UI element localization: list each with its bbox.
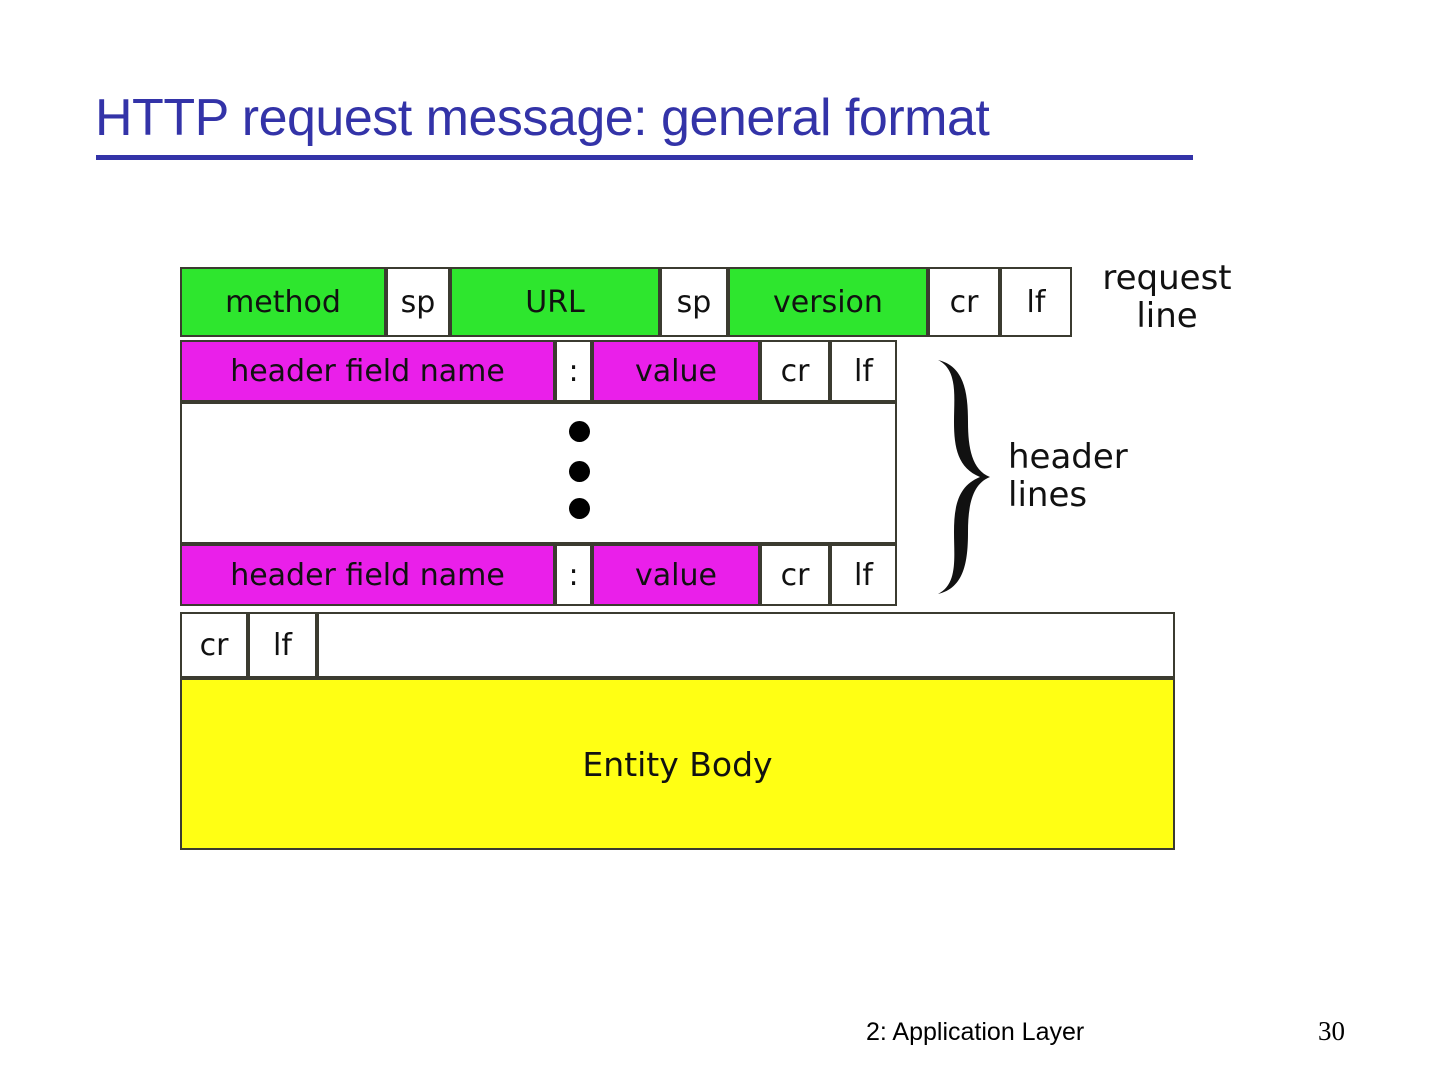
blank-line-filler — [317, 612, 1175, 678]
cell-cr-request-line: cr — [928, 267, 1000, 337]
cell-lf-blank-line: lf — [248, 612, 317, 678]
ellipsis-dot-3 — [569, 498, 590, 519]
cell-entity-body: Entity Body — [180, 678, 1175, 850]
cell-header-field-name-first: header field name — [180, 340, 555, 402]
header-lines-label: header lines — [1008, 437, 1128, 516]
cell-lf-header-first: lf — [830, 340, 897, 402]
cell-header-field-name-last: header field name — [180, 544, 555, 606]
footer-chapter-label: 2: Application Layer — [866, 1018, 1085, 1046]
page-title-underline — [96, 155, 1193, 160]
cell-colon-last: : — [555, 544, 592, 606]
cell-cr-header-first: cr — [760, 340, 830, 402]
cell-lf-request-line: lf — [1000, 267, 1072, 337]
cell-colon-first: : — [555, 340, 592, 402]
ellipsis-dot-1 — [569, 421, 590, 442]
request-line-label: request line — [1102, 258, 1232, 337]
cell-method: method — [180, 267, 386, 337]
page-title: HTTP request message: general format — [95, 89, 990, 147]
cell-value-last: value — [592, 544, 760, 606]
cell-value-first: value — [592, 340, 760, 402]
cell-sp-2: sp — [660, 267, 728, 337]
cell-cr-header-last: cr — [760, 544, 830, 606]
cell-lf-header-last: lf — [830, 544, 897, 606]
cell-cr-blank-line: cr — [180, 612, 248, 678]
ellipsis-dot-2 — [569, 461, 590, 482]
footer-page-number: 30 — [1318, 1016, 1345, 1046]
cell-url: URL — [450, 267, 660, 337]
cell-version: version — [728, 267, 928, 337]
curly-brace-icon — [938, 360, 990, 594]
cell-sp-1: sp — [386, 267, 450, 337]
header-lines-continuation — [180, 402, 897, 544]
